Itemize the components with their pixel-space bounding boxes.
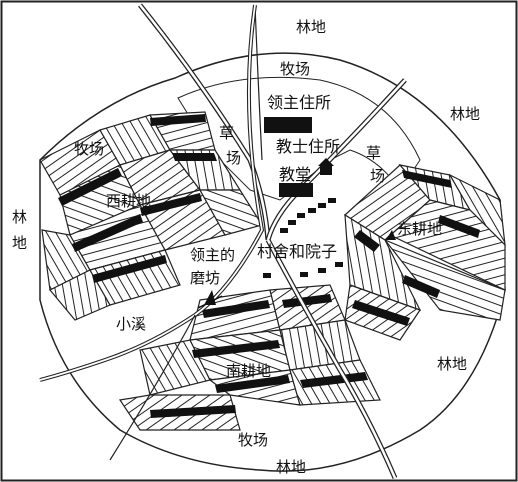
mill-building (197, 290, 223, 309)
label-south-field: 南耕地 (226, 362, 271, 380)
priest-house-building (318, 158, 334, 175)
label-west-field: 西耕地 (106, 192, 151, 210)
label-woodland-bottom-right: 林地 (437, 355, 467, 373)
label-pasture-top: 牧场 (280, 60, 310, 78)
lord-manor-building (264, 117, 312, 133)
label-lord-mill-1: 领主的 (190, 246, 235, 264)
road-south-inner (266, 239, 397, 479)
label-village: 村舍和院子 (257, 242, 337, 261)
label-woodland-right: 林地 (450, 105, 480, 123)
east-field-marker (386, 230, 396, 240)
church-building (279, 183, 313, 197)
label-woodland-bottom: 林地 (276, 458, 306, 476)
label-meadow-right-1: 草 (366, 144, 381, 162)
label-lord-mill-2: 磨坊 (190, 269, 220, 287)
label-meadow-left-1: 草 (219, 124, 234, 142)
pasture-ring (39, 52, 506, 472)
label-east-field: 东耕地 (397, 220, 442, 238)
road-north-east-inner (266, 79, 406, 241)
meadow-ring (177, 76, 421, 201)
label-pasture-bottom: 牧场 (238, 431, 268, 449)
south-field (118, 284, 381, 431)
label-pasture-left: 牧场 (74, 140, 104, 158)
label-church: 教堂 (279, 165, 311, 184)
road-north (254, 4, 263, 161)
label-woodland-left-1: 林 (12, 208, 27, 226)
village-cottages (263, 198, 343, 278)
road-north-west-inner (139, 4, 270, 241)
label-meadow-right-2: 场 (370, 167, 385, 185)
west-field (39, 111, 263, 321)
label-lord-manor: 领主住所 (267, 93, 331, 112)
label-woodland-top: 林地 (296, 18, 326, 36)
east-field (344, 164, 506, 341)
label-stream: 小溪 (116, 315, 146, 333)
label-meadow-left-2: 场 (226, 149, 241, 167)
label-woodland-left-2: 地 (12, 234, 27, 252)
label-priest-house: 教士住所 (276, 137, 340, 156)
stream-branch (109, 314, 196, 461)
